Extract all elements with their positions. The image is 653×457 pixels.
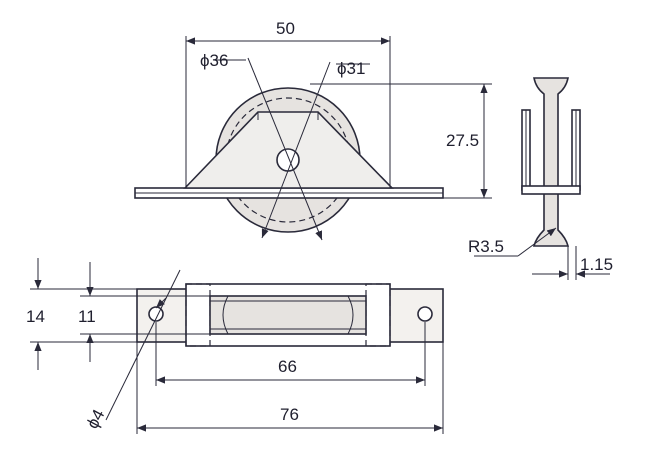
hole-right: [417, 306, 433, 322]
wheel-width-label: 11: [78, 307, 96, 326]
dia-inner-label: ϕ31: [337, 59, 365, 78]
hole-dia-label: ϕ4: [83, 406, 109, 432]
axle: [276, 148, 300, 172]
overall-length-label: 76: [280, 405, 299, 424]
width-top-label: 50: [276, 19, 295, 38]
side-view: R3.5 1.15: [468, 77, 613, 280]
dia-outer-label: ϕ36: [200, 51, 228, 70]
groove-radius-label: R3.5: [468, 237, 504, 256]
thickness-label: 1.15: [580, 255, 613, 274]
side-base-plate: [521, 185, 581, 195]
front-view: ϕ36 ϕ31 50 27.5: [134, 19, 492, 241]
height-label: 27.5: [446, 131, 479, 150]
top-view: 14 11 66 76 ϕ4: [26, 258, 444, 434]
side-wheel: [532, 77, 570, 247]
top-wheel: [209, 295, 367, 335]
plate-width-label: 14: [26, 307, 45, 326]
hole-spacing-label: 66: [278, 357, 297, 376]
